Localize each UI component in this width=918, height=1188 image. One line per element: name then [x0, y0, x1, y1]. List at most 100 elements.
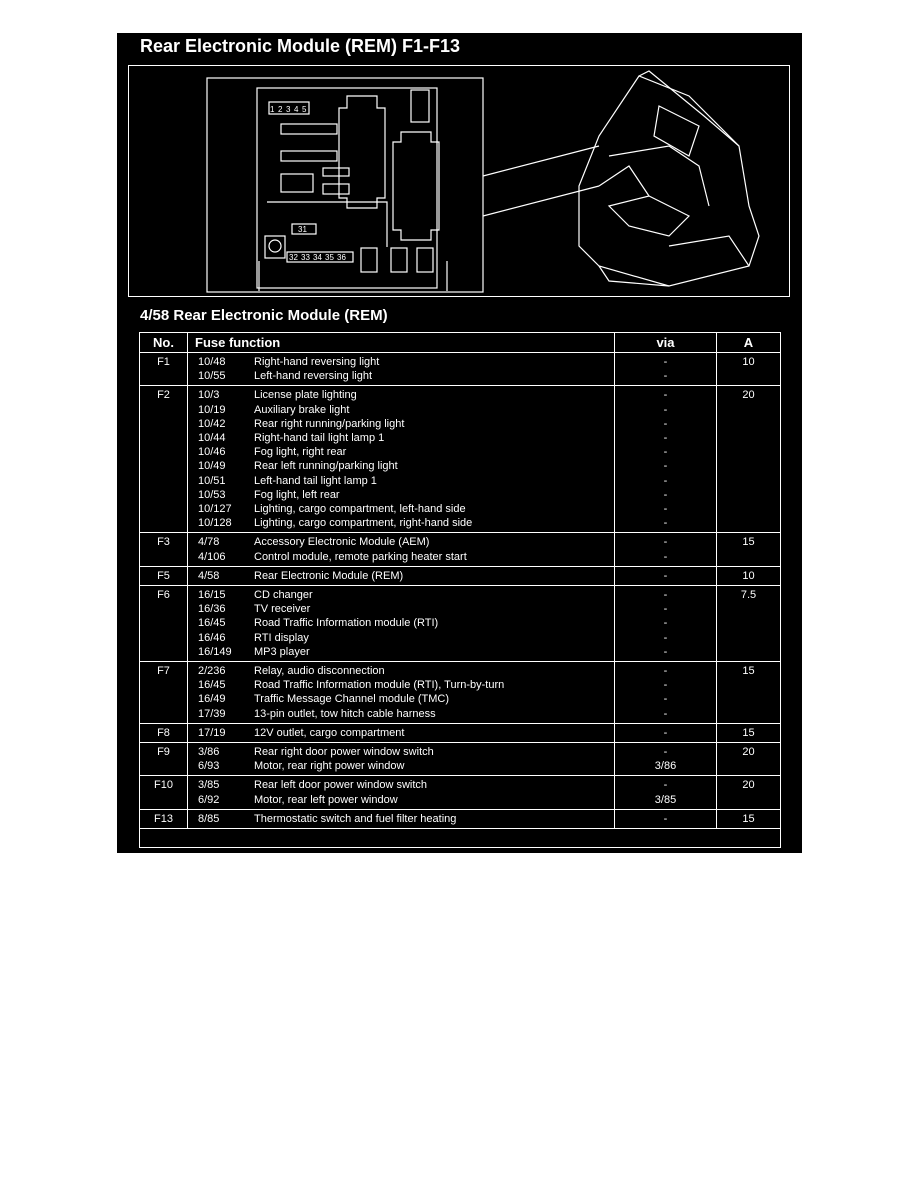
- via-value: -: [663, 812, 668, 825]
- component-code: 16/49: [198, 693, 226, 706]
- component-code: 16/45: [198, 617, 226, 630]
- component-description: Traffic Message Channel module (TMC): [254, 693, 450, 706]
- component-code: 10/51: [198, 474, 226, 487]
- fuse-function-line: 10/53 Fog light, left rear: [192, 488, 610, 502]
- fuse-function-line: 17/39 13-pin outlet, tow hitch cable harn…: [192, 707, 610, 721]
- via-cell: -3/85: [614, 775, 717, 810]
- component-description: Motor, rear right power window: [254, 760, 405, 773]
- component-description: Rear left running/parking light: [254, 460, 398, 473]
- fuse-function-line: 10/127 Lighting, cargo compartment, left-…: [192, 502, 610, 516]
- table-title: 4/58 Rear Electronic Module (REM): [140, 307, 388, 324]
- fuse-label-31: 31: [298, 225, 307, 234]
- via-value: -: [663, 645, 668, 658]
- fuse-function-line: 10/3 License plate lighting: [192, 388, 610, 402]
- fuse-box-illustration: 1 2 3 4 5 31 32 33 34 35 36: [206, 70, 760, 293]
- document-panel: Rear Electronic Module (REM) F1-F13: [117, 33, 802, 853]
- header-via: via: [614, 332, 717, 353]
- via-value: -: [663, 589, 668, 602]
- component-description: Auxiliary brake light: [254, 403, 350, 416]
- via-value: -: [663, 503, 668, 516]
- table-header-row: No. Fuse function via A: [139, 332, 781, 353]
- component-description: Fog light, left rear: [254, 488, 340, 501]
- fuse-label-4: 4: [294, 105, 299, 114]
- via-value: -: [663, 417, 668, 430]
- via-value: -: [663, 569, 668, 582]
- component-code: 10/53: [198, 488, 226, 501]
- fuse-label-33: 33: [301, 253, 310, 262]
- via-value: -: [663, 488, 668, 501]
- fuse-number: F2: [139, 385, 188, 534]
- via-value: -: [663, 403, 668, 416]
- component-description: Lighting, cargo compartment, left-hand s…: [254, 503, 466, 516]
- header-no: No.: [139, 332, 188, 353]
- via-value: -: [663, 550, 668, 563]
- component-description: License plate lighting: [254, 389, 357, 402]
- component-code: 6/93: [198, 760, 220, 773]
- fuse-label-5: 5: [302, 105, 307, 114]
- amperage: 7.5: [716, 585, 781, 663]
- via-value: -: [663, 617, 668, 630]
- component-description: Control module, remote parking heater st…: [254, 550, 467, 563]
- component-description: 13-pin outlet, tow hitch cable harness: [254, 707, 436, 720]
- fuse-label-3: 3: [286, 105, 291, 114]
- fuse-label-1: 1: [270, 105, 275, 114]
- fuse-number: F13: [139, 808, 188, 830]
- component-description: Thermostatic switch and fuel filter heat…: [254, 812, 457, 825]
- via-value: -: [663, 460, 668, 473]
- fuse-number: F1: [139, 351, 188, 387]
- component-description: Left-hand reversing light: [254, 370, 373, 383]
- component-description: TV receiver: [254, 603, 311, 616]
- component-code: 10/127: [198, 503, 232, 516]
- component-code: 6/92: [198, 793, 220, 806]
- via-cell: -3/86: [614, 742, 717, 777]
- component-description: Rear right running/parking light: [254, 417, 405, 430]
- amperage: 15: [716, 661, 781, 724]
- via-value: -: [663, 746, 668, 759]
- via-cell: -: [614, 565, 717, 587]
- fuse-number: F7: [139, 661, 188, 724]
- via-value: -: [663, 693, 668, 706]
- amperage: 15: [716, 808, 781, 830]
- via-cell: --: [614, 351, 717, 387]
- component-description: Right-hand reversing light: [254, 356, 380, 368]
- fuse-label-32: 32: [289, 253, 298, 262]
- component-code: 16/149: [198, 645, 232, 658]
- component-code: 10/42: [198, 417, 226, 430]
- component-code: 16/45: [198, 679, 226, 692]
- component-code: 10/3: [198, 389, 220, 402]
- component-code: 17/39: [198, 707, 226, 720]
- component-description: 12V outlet, cargo compartment: [254, 726, 405, 739]
- empty-cell: [139, 828, 781, 849]
- component-description: Relay, audio disconnection: [254, 665, 385, 678]
- fuse-number: F10: [139, 775, 188, 810]
- via-value: -: [663, 665, 668, 678]
- component-description: Fog light, right rear: [254, 446, 347, 459]
- component-code: 4/58: [198, 569, 220, 582]
- via-value: -: [663, 370, 668, 383]
- component-description: Rear left door power window switch: [254, 779, 428, 792]
- header-function: Fuse function: [187, 332, 615, 353]
- header-amp: A: [716, 332, 781, 353]
